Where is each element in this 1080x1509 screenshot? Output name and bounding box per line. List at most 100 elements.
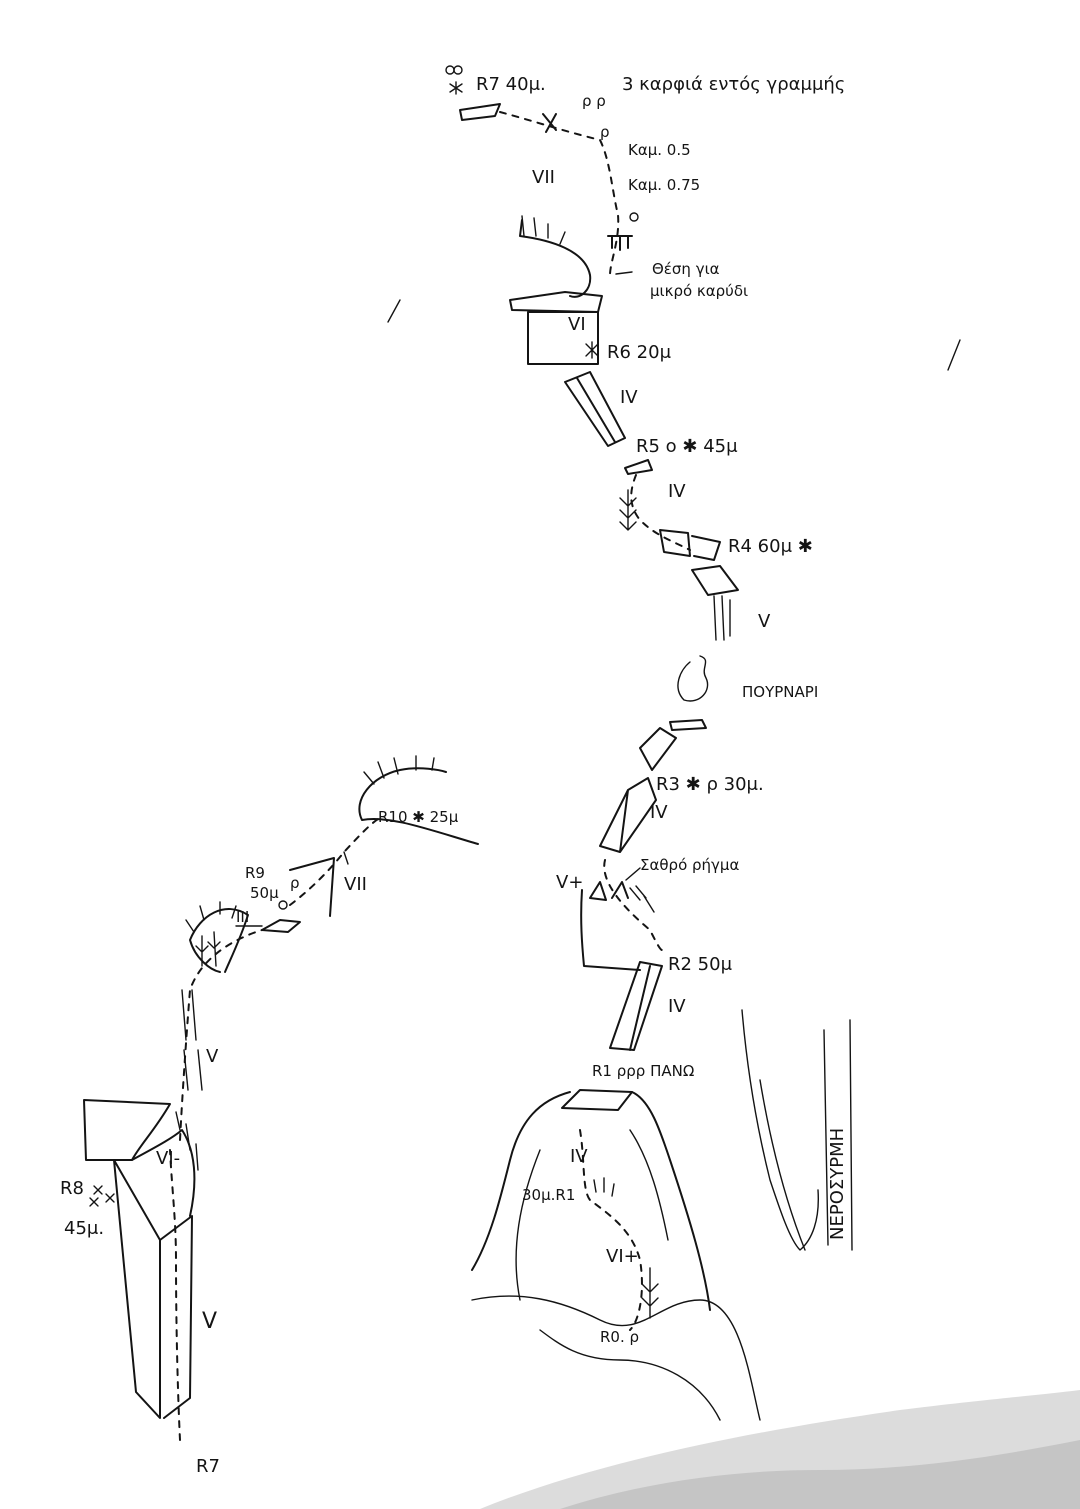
- r3-label: R3 ✱ ρ 30μ.: [656, 774, 764, 795]
- r4-label: R4 60μ ✱: [728, 536, 813, 557]
- waterfall-streak: [741, 1009, 820, 1251]
- cam-05-label: Καμ. 0.5: [628, 141, 691, 159]
- thread-mark: [629, 212, 639, 222]
- slab-crack-right: [629, 1129, 669, 1241]
- crack-v-r4: [713, 595, 731, 641]
- arrow-marks-base: [641, 1267, 659, 1319]
- grade-vii-top: VII: [532, 167, 555, 188]
- r8-anchors: [89, 1185, 115, 1207]
- r0-label: R0. ρ: [600, 1328, 639, 1346]
- grade-v-left: V: [206, 1046, 219, 1067]
- slab-crack-left: [515, 1149, 541, 1301]
- route-r7-r8: [169, 1149, 181, 1441]
- r10-ledge: [358, 767, 479, 845]
- waterfall-label: ΝΕΡΟΣΥΡΜΗ: [827, 1128, 848, 1240]
- ledge-r1: [561, 1089, 633, 1111]
- tree-marks: [619, 489, 637, 531]
- grade-iv-r2: IV: [668, 996, 686, 1017]
- roof-hatch: [521, 215, 566, 245]
- ground-line-2: [539, 1329, 721, 1421]
- r7-bottom-label: R7: [196, 1456, 220, 1477]
- crack-hatch-r2: [629, 885, 655, 913]
- grade-v-plus: V+: [556, 872, 583, 893]
- pp-marks: ρ ρ: [582, 92, 606, 110]
- grade-vi-minus: VI-: [156, 1148, 180, 1169]
- route-r5-r4: [630, 474, 691, 551]
- crack-marks-r1: [593, 1177, 615, 1197]
- arrow-marks-arch: [195, 931, 221, 967]
- stray-mark-right: [947, 339, 961, 371]
- ledge-above-r3: [669, 719, 707, 731]
- r5-label: R5 ο ✱ 45μ: [636, 436, 738, 457]
- wall-r2: [580, 889, 641, 971]
- waterfall-bracket: [823, 1019, 853, 1251]
- route-r1-base: [579, 1129, 643, 1331]
- bolt-vii: [343, 851, 349, 865]
- ledge-r5: [624, 459, 653, 475]
- long-dihedral: [113, 1159, 193, 1419]
- bolt-x-mark: [542, 113, 557, 133]
- r6-anchor: [585, 341, 599, 359]
- grade-v-r4: V: [758, 611, 771, 632]
- pournari-label: ΠΟΥΡΝΑΡΙ: [742, 683, 818, 701]
- pournari-bush: [677, 655, 709, 702]
- flake-r3: [639, 727, 677, 771]
- grade-iv-r3: IV: [650, 802, 668, 823]
- nut-position-label-2: μικρό καρύδι: [650, 282, 748, 300]
- r9-ledge: [261, 919, 301, 933]
- ledge-r4: [659, 529, 721, 561]
- r7-top-label: R7 40μ.: [476, 74, 546, 95]
- roof-block: [519, 219, 592, 298]
- waterfall-streak-2: [759, 1079, 806, 1251]
- grade-iv-r5: IV: [668, 481, 686, 502]
- grade-iv-r6: IV: [620, 387, 638, 408]
- vi-minus-slab: [131, 1129, 196, 1217]
- left-arch: [189, 908, 249, 973]
- r10-label: R10 ✱ 25μ: [378, 808, 459, 826]
- r7-top-belay: [445, 65, 501, 121]
- r9-ring: [278, 900, 288, 910]
- r7-top-note: 3 καρφιά εντός γραμμής: [622, 74, 845, 95]
- r9-label-a: R9: [245, 864, 265, 882]
- route-r3-r2: [603, 859, 663, 951]
- vii-top-route-line: [499, 111, 620, 276]
- piton-mark-r9: ρ: [290, 874, 300, 892]
- r9-label-b: 50μ: [250, 884, 279, 902]
- r8-label-b: 45μ.: [64, 1218, 104, 1239]
- grade-v-left-low: V: [202, 1309, 217, 1334]
- stray-mark-left: [387, 299, 401, 323]
- left-arch-hatch: [185, 901, 237, 933]
- grade-vi-r6: VI: [568, 314, 586, 335]
- cam-075-label: Καμ. 0.75: [628, 176, 700, 194]
- loose-rock-label: Σαθρό ρήγμα: [640, 856, 739, 874]
- shadow-smudge: [480, 1390, 1080, 1509]
- corner-vii: [289, 857, 335, 917]
- route-r8-r9: [179, 929, 263, 1141]
- ledge-r6: [509, 291, 603, 313]
- vi-minus-hatch: [175, 1111, 199, 1171]
- crack-marks-top: [607, 235, 633, 251]
- grade-iv-base: IV: [570, 1146, 588, 1167]
- r1-30-label: 30μ.R1: [522, 1186, 575, 1204]
- grade-vi-plus: VI+: [606, 1246, 639, 1267]
- dihedral-r6-r5: [564, 371, 626, 447]
- nut-arrow: [615, 271, 633, 275]
- ground-line: [471, 1295, 761, 1421]
- flake-r4: [691, 565, 739, 596]
- dihedral-r3: [599, 777, 657, 853]
- nut-position-label-1: Θέση για: [652, 260, 720, 278]
- r8-label-a: R8: [60, 1178, 84, 1199]
- r2-label: R2 50μ: [668, 954, 733, 975]
- piton-mark-top: ρ: [600, 123, 610, 141]
- crack-v-left: [181, 989, 203, 1091]
- grade-vii-r9: VII: [344, 874, 367, 895]
- r1-label: R1 ρρρ ΠΑΝΩ: [592, 1062, 694, 1080]
- loose-rock-pointer: [625, 867, 641, 881]
- r6-box: [527, 311, 599, 365]
- r10-hatch: [363, 755, 435, 785]
- loose-crack-triangles: [589, 881, 629, 901]
- dihedral-r2-r1: [609, 961, 663, 1051]
- lower-slab-outline: [471, 1091, 711, 1311]
- r6-label: R6 20μ: [607, 342, 672, 363]
